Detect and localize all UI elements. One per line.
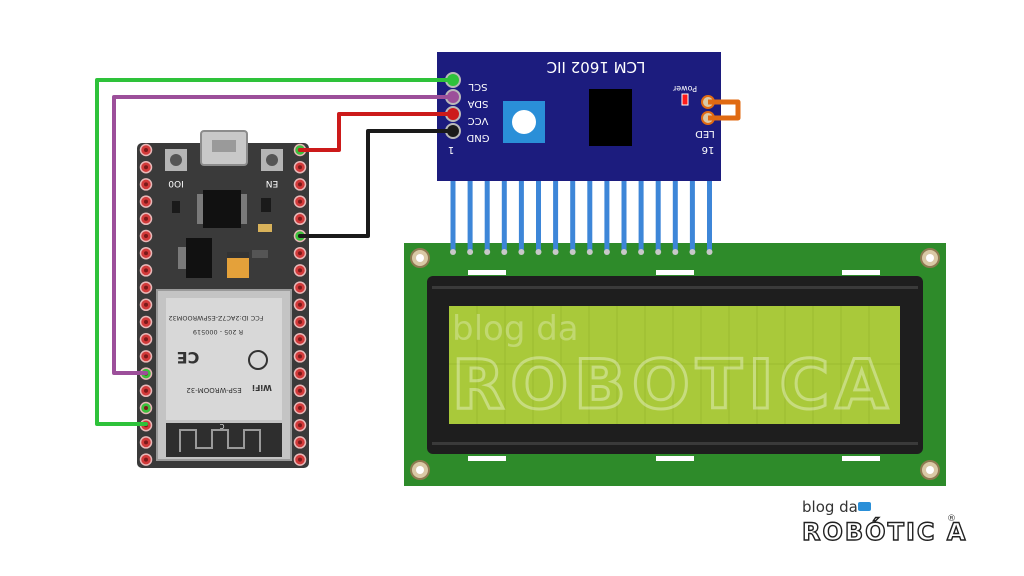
esp32-pin-hole — [298, 440, 302, 445]
esp32-pin-hole — [144, 268, 148, 273]
logo-registered-mark: ® — [947, 514, 956, 524]
watermark-line2: ROBOTICA — [452, 346, 894, 425]
led-label: LED — [695, 128, 715, 139]
esp32-pin-hole — [298, 285, 302, 290]
esp32-pin-hole — [298, 165, 302, 170]
esp32-pin-hole — [298, 388, 302, 393]
esp32-pin-hole — [144, 337, 148, 342]
esp32-pin-hole — [144, 216, 148, 221]
logo-robot-icon — [858, 502, 871, 511]
pin-16-label: 16 — [702, 144, 715, 155]
esp32-pin-hole — [298, 251, 302, 256]
module-name-text: ESP-WROOM-32 — [186, 386, 241, 394]
esp32-pin-hole — [144, 234, 148, 238]
esp32-left-pins — [139, 143, 153, 466]
logo-line1: blog da — [802, 498, 858, 516]
header-pin-end — [706, 249, 713, 255]
lcd-screen — [449, 306, 900, 424]
wires — [95, 78, 449, 426]
c-marking: C — [219, 422, 224, 430]
esp32-pin-hole — [298, 406, 302, 410]
pin-label-vcc: VCC — [468, 115, 489, 126]
header-pin-end — [586, 249, 593, 255]
esp32-pin-hole — [144, 440, 148, 445]
header-pin-end — [638, 249, 645, 255]
esp32-pin-hole — [144, 388, 148, 393]
esp32-right-pins — [293, 143, 307, 466]
pin-label-gnd: GND — [466, 132, 489, 143]
ce-mark-text: CE — [177, 348, 200, 367]
esp32-pin-hole — [144, 165, 148, 170]
header-pin-end — [535, 249, 542, 255]
header-pin-end — [518, 249, 525, 255]
esp32-pin-hole — [144, 302, 148, 307]
esp32-pin-hole — [144, 285, 148, 290]
usb-uart-chip — [203, 190, 241, 228]
lcd-char-grid — [449, 306, 900, 424]
en-label: EN — [266, 178, 278, 188]
regulator-chip — [186, 238, 212, 278]
esp32-pin-hole — [144, 354, 148, 359]
cert-mark-icon — [248, 350, 268, 370]
esp32-pin-hole — [144, 148, 148, 152]
esp32-pin-hole — [298, 182, 302, 187]
esp32-pin-hole — [298, 199, 302, 204]
header-pin-end — [689, 249, 696, 255]
i2c-module-title: LCM 1602 IIC — [547, 58, 646, 76]
esp32-pin-hole — [144, 406, 148, 410]
header-pin-end — [603, 249, 610, 255]
esp32-pin-hole — [298, 371, 302, 376]
lcd-16x2-display: blog da ROBOTICA — [404, 243, 946, 486]
header-pin-end — [484, 249, 491, 255]
i2c-pcb — [437, 52, 721, 181]
wire-green-scl — [95, 78, 449, 426]
power-led-icon — [681, 93, 689, 106]
esp32-pin-hole — [144, 457, 148, 462]
fcc-id-text: FCC ID:2AC7Z-ESPWROOM32 — [168, 314, 263, 322]
esp32-pin-hole — [144, 199, 148, 204]
esp32-pin-hole — [298, 216, 302, 221]
pin-1-label: 1 — [448, 144, 454, 155]
header-pin-end — [655, 249, 662, 255]
tantalum-capacitor — [227, 252, 249, 278]
esp32-pin-hole — [298, 320, 302, 324]
wire-red-vcc — [298, 112, 449, 152]
wire-black-gnd — [298, 129, 449, 238]
esp32-pin-hole — [298, 268, 302, 273]
blog-da-robotica-logo: blog da ROBÓTIC A ® — [801, 498, 967, 547]
header-pin-end — [552, 249, 559, 255]
logo-line2: ROBÓTIC A — [802, 516, 967, 546]
boot-label: IO0 — [168, 178, 184, 188]
pin-label-sda: SDA — [467, 98, 488, 109]
power-label: Power — [672, 84, 697, 93]
wire-purple-sda — [112, 95, 449, 375]
esp32-pin-hole — [298, 354, 302, 359]
esp32-pin-hole — [144, 251, 148, 256]
header-pin-end — [501, 249, 508, 255]
header-pin-end — [467, 249, 474, 255]
wifi-logo-text: WiFi — [252, 383, 272, 392]
header-pin-end — [450, 249, 456, 255]
esp32-pin-hole — [298, 302, 302, 307]
esp32-pin-hole — [144, 320, 148, 324]
antenna-trace-icon — [179, 429, 261, 452]
esp32-pin-hole — [144, 182, 148, 187]
esp32-devkit-board: IO0 EN FCC ID:2AC7Z-ESPWROOM32 R 205 - 0… — [137, 130, 309, 468]
led-jumper-bridge — [708, 99, 741, 121]
header-pin-end — [569, 249, 576, 255]
header-pin-end — [621, 249, 627, 255]
pin-label-scl: SCL — [468, 81, 487, 92]
pcb-antenna — [166, 423, 282, 457]
watermark-line1: blog da — [452, 309, 579, 349]
pcf8574-chip — [589, 89, 632, 146]
esp32-pin-hole — [298, 423, 302, 428]
i2c-lcm1602-module: LCM 1602 IIC SCL SDA VCC GND Power LED 1… — [437, 52, 721, 181]
potentiometer-knob-icon — [512, 110, 536, 134]
header-pin-end — [672, 249, 679, 255]
esp32-pin-hole — [298, 457, 302, 462]
esp32-pin-hole — [298, 337, 302, 342]
r-cert-text: R 205 - 000519 — [193, 328, 243, 336]
